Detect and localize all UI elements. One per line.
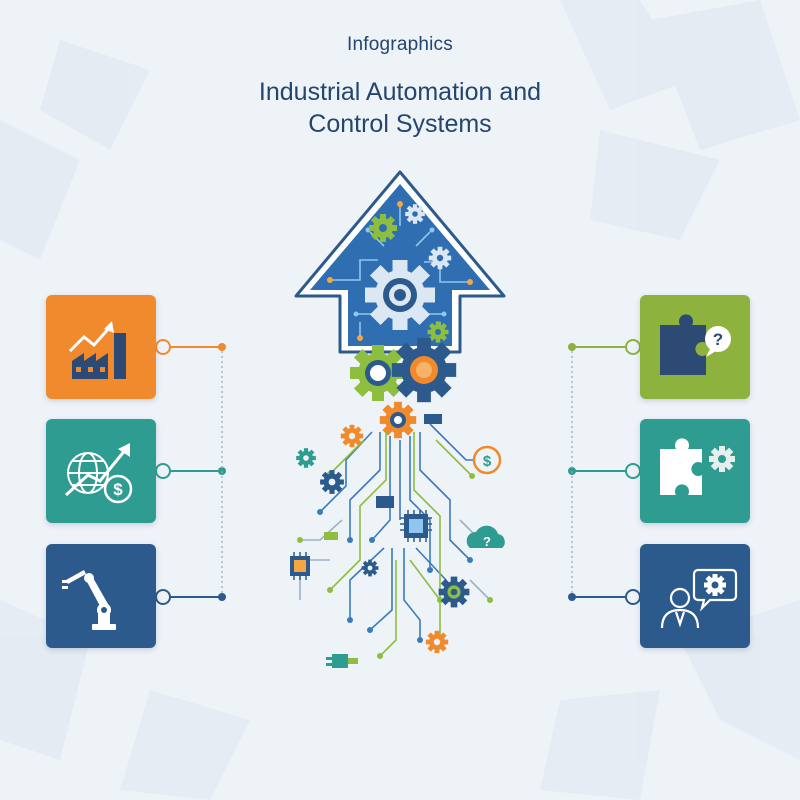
tile-puzzle-question: ?: [640, 295, 750, 399]
infographic-subtitle: Infographics: [347, 34, 453, 55]
svg-text:$: $: [113, 480, 123, 499]
person-gear-icon: [660, 568, 738, 629]
factory-growth-icon: [68, 321, 126, 379]
global-finance-icon: $: [64, 443, 133, 504]
svg-text:?: ?: [483, 534, 491, 549]
plug-icon: [326, 654, 358, 668]
title-line-2: Control Systems: [308, 110, 492, 138]
tile-puzzle-gear: [640, 419, 750, 523]
puzzle-question-icon: ?: [660, 314, 731, 375]
tile-factory-growth: [46, 295, 156, 399]
chip-icon: [290, 552, 310, 580]
tile-global-finance: $: [46, 419, 156, 523]
robot-arm-icon: [62, 570, 116, 630]
tile-robot-arm: [46, 544, 156, 648]
cloud-question-icon: ?: [466, 525, 505, 549]
tile-person-gear: [640, 544, 750, 648]
page-title: Industrial Automation and Control System…: [0, 76, 800, 140]
chip-icon: [400, 510, 432, 542]
puzzle-gear-icon: [660, 438, 735, 495]
svg-text:?: ?: [713, 330, 723, 349]
title-line-1: Industrial Automation and: [258, 78, 542, 106]
svg-text:$: $: [483, 453, 492, 470]
